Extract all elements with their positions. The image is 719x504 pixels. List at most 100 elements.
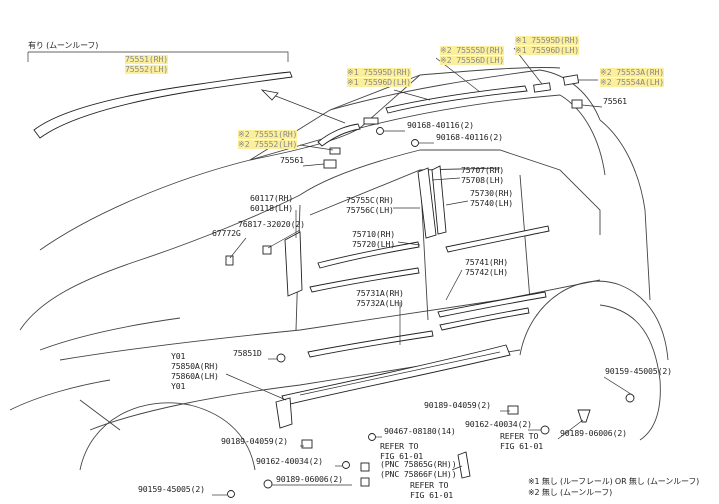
note-2: ※2 無し (ムーンルーフ) xyxy=(528,488,613,497)
part-label-refer-to-b: REFER TO xyxy=(380,441,419,451)
part-label-75555d-rh: ※2 75555D(RH) xyxy=(440,45,505,56)
rocker-end-cap xyxy=(275,397,293,429)
part-label-fig-61-01-b: FIG 61-01 xyxy=(380,451,424,461)
part-label-pnc-75866f: (PNC 75866F(LH)) xyxy=(380,469,457,479)
door-molding-front xyxy=(309,267,420,293)
part-label-90168-40116-b: 90168-40116(2) xyxy=(436,132,503,142)
part-label-90162-40034-left: 90162-40034(2) xyxy=(256,456,323,466)
part-label-67772g: 67772G xyxy=(212,228,241,238)
screw-90159-right xyxy=(625,393,635,403)
part-label-75596d-lh-mid: ※1 75596D(LH) xyxy=(347,77,412,88)
part-label-75730-rh: 75730(RH) xyxy=(470,188,514,198)
clip-90189-06006-left xyxy=(263,479,273,489)
part-label-75860a-lh: 75860A(LH) xyxy=(171,371,219,381)
screw-90162-left xyxy=(342,461,350,469)
roof-rail-clip-rear xyxy=(571,99,583,109)
pillar-garnish-c xyxy=(431,165,447,235)
arrow-head xyxy=(260,89,279,101)
part-label-75595d-rh-mid: ※1 75595D(RH) xyxy=(347,67,412,78)
part-label-75553a-rh: ※2 75553A(RH) xyxy=(600,67,665,78)
pillar-garnish-b xyxy=(417,167,437,239)
clip-75551-mid xyxy=(329,147,341,155)
part-label-fig-61-01-c: FIG 61-01 xyxy=(410,490,454,500)
roof-rail-clip-rh xyxy=(562,74,580,86)
roof-rail-front xyxy=(317,123,361,147)
part-label-75561-left: 75561 xyxy=(280,155,304,165)
part-label-75741-rh: 75741(RH) xyxy=(465,257,509,267)
part-label-75551-rh-mid: ※2 75551(RH) xyxy=(238,129,298,140)
part-label-90159-45005-right: 90159-45005(2) xyxy=(605,366,672,376)
belt-molding-rear xyxy=(445,225,550,253)
part-label-refer-to-c: REFER TO xyxy=(410,480,449,490)
group-bracket xyxy=(28,51,289,62)
roof-rail-joint xyxy=(363,117,379,125)
part-label-90162-40034-right: 90162-40034(2) xyxy=(465,419,532,429)
part-label-90189-06006-right: 90189-06006(2) xyxy=(560,428,627,438)
part-label-fig-61-01-a: FIG 61-01 xyxy=(500,441,544,451)
screw-90467 xyxy=(368,433,376,441)
roof-molding-part xyxy=(33,71,293,139)
part-label-60118-lh: 60118(LH) xyxy=(250,203,294,213)
roof-rail-end-cap xyxy=(533,82,551,93)
part-label-75554a-lh: ※2 75554A(LH) xyxy=(600,77,665,88)
part-label-75756c-lh: 75756C(LH) xyxy=(346,205,394,215)
roof-rail-center xyxy=(385,85,528,114)
clip-90189-04059-mid xyxy=(507,405,519,415)
part-label-90189-04059-left: 90189-04059(2) xyxy=(221,436,288,446)
part-label-90189-06006-left: 90189-06006(2) xyxy=(276,474,343,484)
part-label-75596d-lh-right: ※1 75596D(LH) xyxy=(515,45,580,56)
part-label-75731a-rh: 75731A(RH) xyxy=(356,288,404,298)
part-label-90189-04059-mid: 90189-04059(2) xyxy=(424,400,491,410)
part-label-75710-rh: 75710(RH) xyxy=(352,229,396,239)
part-label-75740-lh: 75740(LH) xyxy=(470,198,514,208)
clip-67772g xyxy=(225,255,234,266)
part-label-75595d-rh-right: ※1 75595D(RH) xyxy=(515,35,580,46)
clip-75561-left xyxy=(323,159,337,169)
rocker-panel-molding xyxy=(281,344,511,406)
part-label-75708-lh: 75708(LH) xyxy=(461,175,505,185)
screw-90159-left xyxy=(227,490,235,498)
part-label-90159-45005-left: 90159-45005(2) xyxy=(138,484,205,494)
part-label-75556d-lh: ※2 75556D(LH) xyxy=(440,55,505,66)
clip-90168-b xyxy=(411,139,419,147)
arrow-shaft xyxy=(267,92,346,124)
part-label-60117-rh: 60117(RH) xyxy=(250,193,294,203)
clip-90189-04059-left xyxy=(301,439,313,449)
part-label-76817-32020: 76817-32020(2) xyxy=(238,219,305,229)
part-label-y01-b: Y01 xyxy=(171,381,186,391)
door-molding-rear xyxy=(437,291,547,318)
car-body xyxy=(9,67,669,471)
part-label-75551-rh-top: 75551(RH) xyxy=(125,54,169,65)
part-label-75552-lh-mid: ※2 75552(LH) xyxy=(238,139,298,150)
part-label-75720-lh: 75720(LH) xyxy=(352,239,396,249)
clip-76817 xyxy=(262,245,272,255)
lower-door-molding-front xyxy=(307,330,434,358)
part-label-pnc-75865g: (PNC 75865G(RH)) xyxy=(380,459,457,469)
note-1: ※1 無し (ルーフレール) OR 無し (ムーンルーフ) xyxy=(528,477,700,486)
part-label-75561-right: 75561 xyxy=(603,96,627,106)
part-label-75742-lh: 75742(LH) xyxy=(465,267,509,277)
bracket-lower xyxy=(457,451,471,479)
screw-90162-right xyxy=(540,425,550,435)
group-title: 有り (ムーンルーフ) xyxy=(28,41,99,50)
lower-door-molding-rear xyxy=(439,307,530,331)
pillar-garnish-a xyxy=(284,231,303,297)
part-label-refer-to-a: REFER TO xyxy=(500,431,539,441)
clip-lower-b xyxy=(360,477,370,487)
clip-lower-a xyxy=(360,462,370,472)
clip-90189-06006-right xyxy=(577,409,591,423)
part-label-75755c-rh: 75755C(RH) xyxy=(346,195,394,205)
part-label-90168-40116-a: 90168-40116(2) xyxy=(407,120,474,130)
belt-molding-front xyxy=(317,241,420,269)
part-label-75732a-lh: 75732A(LH) xyxy=(356,298,404,308)
part-label-75552-lh-top: 75552(LH) xyxy=(125,64,169,75)
part-label-90467-08180: 90467-08180(14) xyxy=(384,426,456,436)
part-label-75707-rh: 75707(RH) xyxy=(461,165,505,175)
clip-75851d xyxy=(276,353,286,363)
part-label-75851d: 75851D xyxy=(233,348,262,358)
clip-90168-a xyxy=(376,127,384,135)
part-label-75850a-rh: 75850A(RH) xyxy=(171,361,219,371)
part-label-y01-a: Y01 xyxy=(171,351,186,361)
